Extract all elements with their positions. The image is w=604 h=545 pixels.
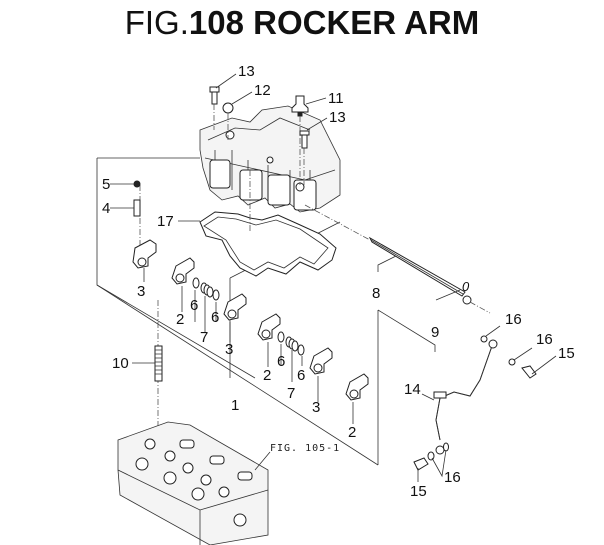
callout-4-stud: 4 — [102, 200, 110, 217]
callout-12-nut: 12 — [254, 82, 271, 99]
callout-9-plug: 9 — [431, 324, 439, 341]
callout-1-assembly: 1 — [231, 397, 239, 414]
assembly-frame-lines — [96, 157, 436, 466]
svg-text:0: 0 — [462, 279, 470, 294]
long-stud — [154, 345, 163, 382]
callout-7-spring-a: 7 — [200, 329, 208, 346]
spring-a — [200, 282, 214, 298]
callout-13-bolt-right: 13 — [329, 109, 346, 126]
callout-15-bolt-b: 15 — [410, 483, 427, 500]
callout-3-rocker-arm-c: 3 — [312, 399, 320, 416]
callout-6-washer-c: 6 — [277, 353, 285, 370]
rocker-shaft: 0 — [304, 204, 491, 314]
callout-14-oil-pipe: 14 — [404, 381, 421, 398]
oil-pipe — [413, 335, 537, 471]
callout-13-bolt: 13 — [238, 63, 255, 80]
callout-16-washer-c: 16 — [444, 469, 461, 486]
washers-and-springs — [192, 277, 305, 356]
callout-3-rocker-arm-a: 3 — [137, 283, 145, 300]
rocker-arm-support — [199, 105, 341, 213]
callout-16-washer-a: 16 — [505, 311, 522, 328]
cylinder-head — [117, 421, 269, 545]
callout-2-rocker-arm-a: 2 — [176, 311, 184, 328]
callout-2-rocker-arm-b: 2 — [263, 367, 271, 384]
top-fasteners — [209, 86, 310, 185]
callout-17-gasket: 17 — [157, 213, 174, 230]
figure-title-name: 108 ROCKER ARM — [188, 4, 480, 41]
callout-6-washer-d: 6 — [297, 367, 305, 384]
callout-10-stud: 10 — [112, 355, 129, 372]
callout-11-vent: 11 — [328, 90, 344, 107]
callout-8-shaft: 8 — [372, 285, 380, 302]
figure-title: FIG.108 ROCKER ARM — [0, 4, 604, 42]
gasket — [199, 211, 337, 277]
callout-15-bolt-a: 15 — [558, 345, 575, 362]
callout-7-spring-b: 7 — [287, 385, 295, 402]
callout-labels: 13 12 11 13 5 4 17 3 2 6 7 6 3 10 1 2 6 … — [102, 63, 575, 500]
small-fasteners-left — [133, 180, 141, 217]
callout-5-nut: 5 — [102, 176, 110, 193]
callout-6-washer-a: 6 — [190, 297, 198, 314]
callout-6-washer-b: 6 — [211, 309, 219, 326]
callout-3-rocker-arm-b: 3 — [225, 341, 233, 358]
callout-2-rocker-arm-c: 2 — [348, 424, 356, 441]
rocker-arms — [132, 239, 369, 401]
leader-lines — [110, 73, 557, 482]
figure-title-prefix: FIG. — [124, 4, 189, 41]
reference-cylinder-head: FIG. 105-1 — [270, 443, 340, 454]
spring-b — [285, 336, 299, 352]
callout-16-washer-b: 16 — [536, 331, 553, 348]
